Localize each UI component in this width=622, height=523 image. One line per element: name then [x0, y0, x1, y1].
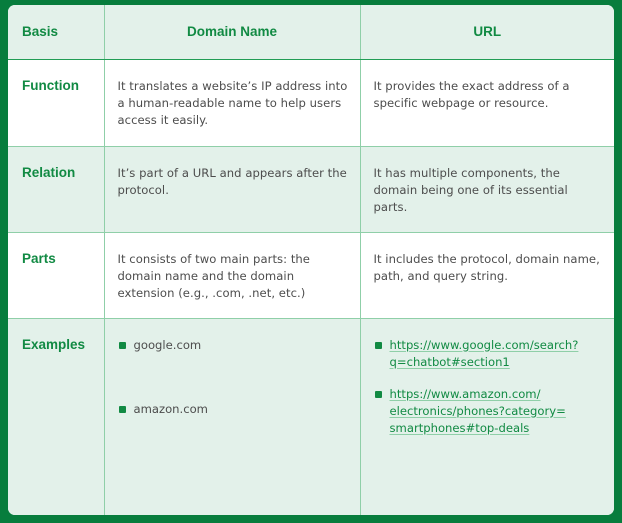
table-row-parts: Parts It consists of two main parts: the…	[8, 232, 614, 318]
url-cell: It provides the exact address of a speci…	[359, 59, 614, 146]
table-row-relation: Relation It’s part of a URL and appears …	[8, 146, 614, 232]
header-row: Basis Domain Name URL	[8, 5, 614, 60]
url-example-link[interactable]: https://www.amazon.com/ electronics/phon…	[389, 386, 566, 435]
url-cell: It has multiple components, the domain b…	[359, 146, 614, 232]
domain-example: google.com	[133, 337, 202, 352]
domain-name-cell: It’s part of a URL and appears after the…	[103, 146, 360, 232]
domain-name-cell: It consists of two main parts: the domai…	[103, 232, 360, 318]
domain-examples-list: google.com amazon.com	[118, 337, 352, 418]
domain-example: amazon.com	[133, 401, 208, 416]
list-item: google.com	[118, 337, 352, 354]
row-label: Parts	[22, 250, 56, 266]
comparison-table: Basis Domain Name URL Function It transl…	[8, 5, 614, 515]
comparison-card: Basis Domain Name URL Function It transl…	[8, 5, 614, 515]
header-domain-name: Domain Name	[103, 5, 360, 60]
header-basis: Basis	[8, 5, 104, 60]
header-url: URL	[359, 5, 614, 60]
list-item: https://www.amazon.com/ electronics/phon…	[374, 386, 607, 437]
row-label: Examples	[22, 336, 86, 352]
table-row-function: Function It translates a website’s IP ad…	[8, 59, 614, 146]
square-bullet-icon	[118, 341, 126, 349]
row-label: Relation	[22, 164, 76, 180]
table-row-examples: Examples google.com amazon.com	[8, 318, 614, 515]
domain-name-cell: It translates a website’s IP address int…	[103, 59, 360, 146]
square-bullet-icon	[374, 390, 382, 398]
square-bullet-icon	[118, 405, 126, 413]
row-label: Function	[22, 77, 79, 93]
url-cell: It includes the protocol, domain name, p…	[359, 232, 614, 318]
list-item: https://www.google.com/search? q=chatbot…	[374, 337, 607, 371]
domain-examples-cell: google.com amazon.com	[103, 318, 360, 515]
url-examples-list: https://www.google.com/search? q=chatbot…	[374, 337, 607, 437]
url-example-link[interactable]: https://www.google.com/search? q=chatbot…	[389, 337, 579, 369]
list-item: amazon.com	[118, 401, 352, 418]
square-bullet-icon	[374, 341, 382, 349]
url-examples-cell: https://www.google.com/search? q=chatbot…	[359, 318, 614, 515]
